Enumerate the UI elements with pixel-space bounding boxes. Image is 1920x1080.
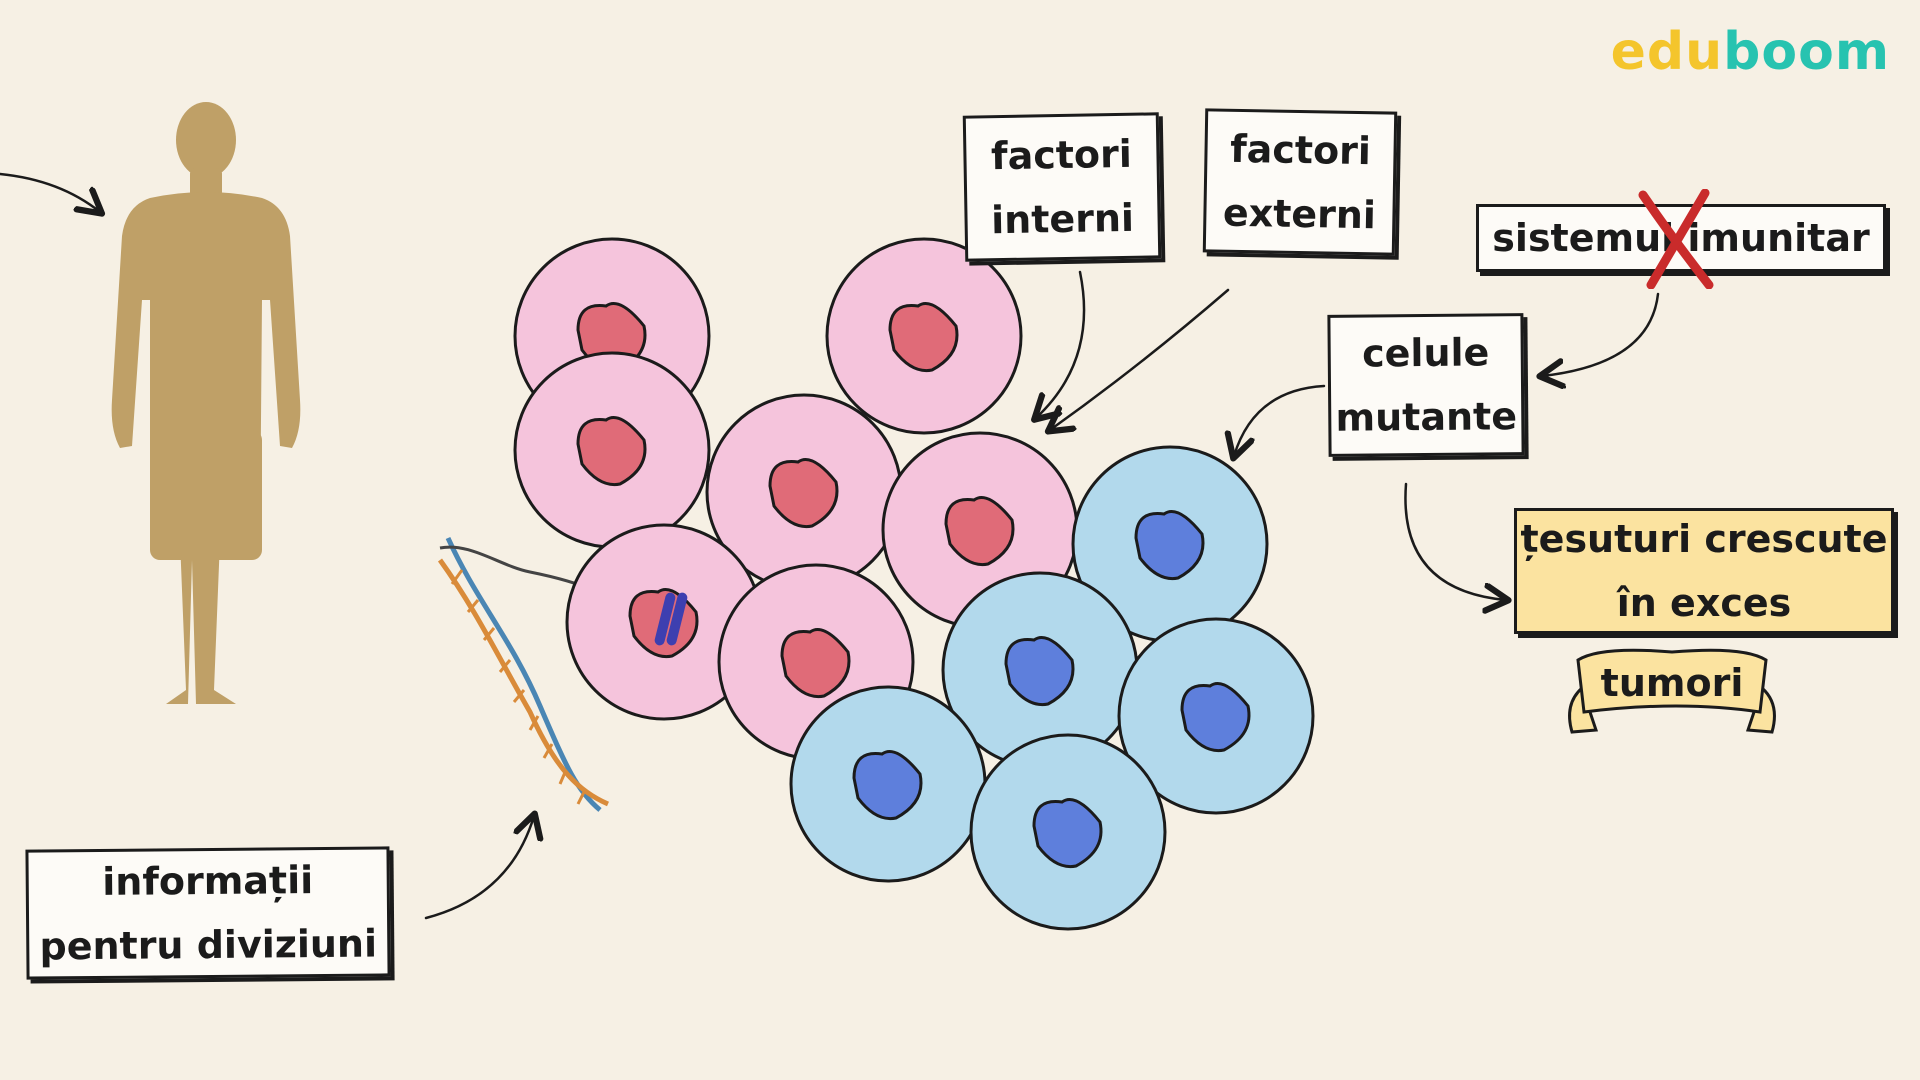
nucleus: [852, 750, 923, 821]
healthy-cell: [705, 393, 903, 591]
nucleus: [1032, 798, 1103, 869]
chromosome-icon: [654, 592, 688, 646]
nucleus: [1134, 510, 1205, 581]
mutant-cell: [941, 571, 1139, 769]
mutant-cell: [1117, 617, 1315, 815]
arrow-to-human: [0, 172, 100, 212]
arrow-informatii: [424, 816, 534, 920]
mutant-cell: [789, 685, 987, 883]
healthy-cell: [513, 351, 711, 549]
nucleus: [1180, 682, 1251, 753]
cell-cluster: [513, 237, 1315, 931]
tesuturi-label: țesuturi crescute în exces: [1514, 508, 1894, 634]
nucleus: [576, 416, 647, 487]
mutant-cell: [1071, 445, 1269, 643]
arrow-tesuturi: [1404, 482, 1506, 600]
informatii-label: informații pentru diviziuni: [25, 846, 391, 980]
sistem-imunitar-label: sistemul imunitar: [1476, 189, 1886, 289]
factori-interni-label: factori interni: [962, 112, 1162, 262]
arrow-imunitar: [1542, 292, 1660, 376]
celule-mutante-label: celule mutante: [1327, 313, 1525, 457]
mutant-cell: [969, 733, 1167, 931]
arrow-interni: [1036, 270, 1086, 418]
tumori-banner: tumori: [1568, 648, 1776, 734]
factori-externi-label: factori externi: [1202, 108, 1398, 256]
eduboom-logo: eduboom: [1610, 22, 1890, 82]
nucleus: [780, 628, 851, 699]
nucleus: [944, 496, 1015, 567]
human-silhouette-icon: [111, 102, 301, 704]
nucleus: [1004, 636, 1075, 707]
nucleus: [768, 458, 839, 529]
cross-out-x-icon: [1638, 189, 1714, 289]
healthy-cell: [825, 237, 1023, 435]
arrow-externi: [1050, 288, 1230, 430]
arrow-mutante: [1234, 384, 1326, 456]
tumori-label: tumori: [1601, 661, 1744, 705]
nucleus: [888, 302, 959, 373]
